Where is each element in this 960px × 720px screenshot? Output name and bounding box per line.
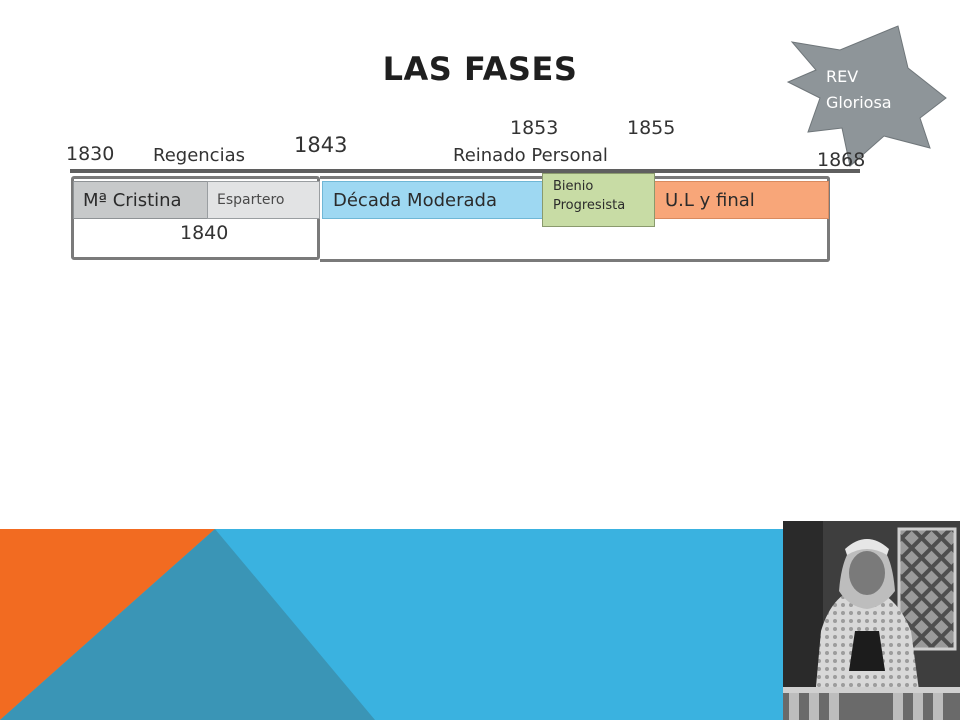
rev-gloriosa-burst [786, 25, 947, 167]
bienio-line1: Bienio [553, 179, 594, 194]
year-1855: 1855 [627, 117, 676, 139]
footer-dark-blue-triangle [0, 529, 375, 720]
segment-maria-cristina: Mª Cristina [73, 181, 208, 219]
year-1843: 1843 [294, 133, 348, 157]
burst-label: REV Gloriosa [826, 64, 892, 116]
portrait-photo [783, 521, 960, 720]
year-1830: 1830 [66, 143, 115, 165]
timeline-axis [70, 169, 860, 173]
burst-label-line2: Gloriosa [826, 93, 892, 112]
year-1840: 1840 [180, 222, 229, 244]
label-reinado-personal: Reinado Personal [453, 145, 608, 166]
burst-shape [786, 25, 947, 167]
bienio-line2: Progresista [553, 198, 626, 213]
slide-title: LAS FASES [382, 50, 578, 88]
segment-espartero: Espartero [207, 181, 320, 219]
segment-ul-y-final: U.L y final [654, 181, 829, 219]
segment-bienio-progresista: Bienio Progresista [542, 173, 655, 227]
year-1853: 1853 [510, 117, 559, 139]
segment-decada-moderada: Década Moderada [322, 181, 544, 219]
year-1868: 1868 [817, 149, 866, 171]
label-regencias: Regencias [153, 145, 245, 166]
burst-label-line1: REV [826, 67, 859, 86]
